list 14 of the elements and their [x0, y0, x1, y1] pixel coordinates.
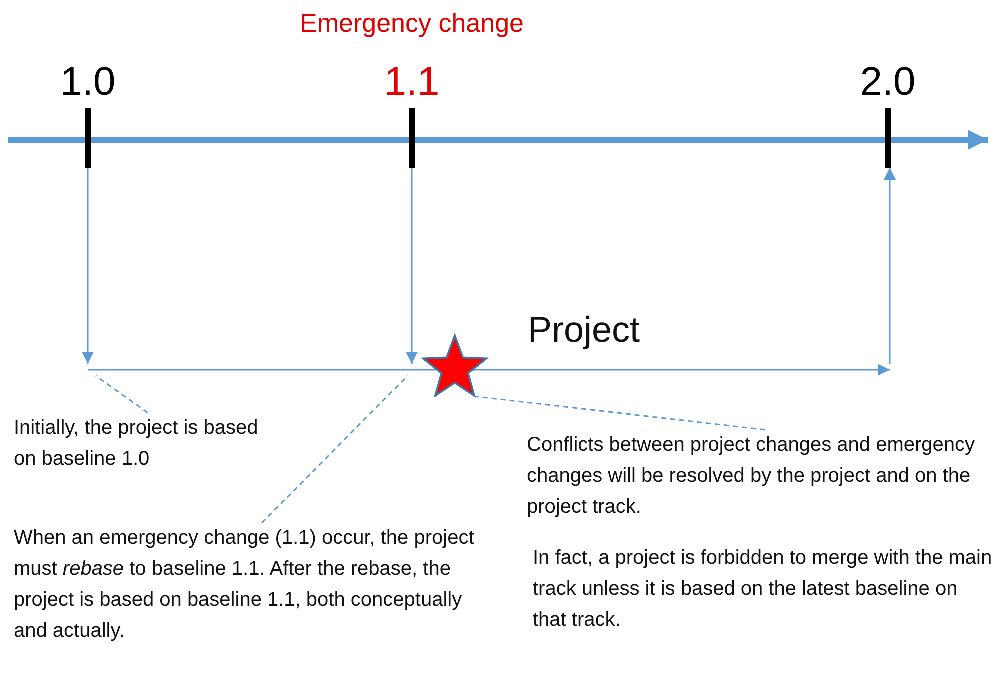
- arrow: [884, 168, 896, 364]
- note-text: Conflicts between project changes and emergency changes will be resolved by the project and on the project track.: [527, 430, 994, 523]
- project-track-arrow: [86, 364, 892, 376]
- note-text: In fact, a project is forbidden to merge with the main track unless it is based on the latest baseline on that track.: [533, 546, 993, 633]
- leader-line: [96, 375, 148, 414]
- version-label: 2.0: [859, 59, 917, 106]
- version-label: 1.1: [383, 59, 441, 106]
- version-label: 1.0: [59, 59, 117, 106]
- version-caption: Emergency change: [298, 7, 526, 40]
- arrow: [82, 168, 94, 364]
- note-text: Initially, the project is based on baseline 1.0: [14, 413, 276, 475]
- track-label: Project: [528, 308, 642, 352]
- note-text: When an emergency change (1.1) occur, the project must rebase to baseline 1.1. After the rebase, the project is based on baseline 1.1, both conceptually and actually.: [14, 523, 494, 647]
- arrow: [406, 168, 418, 364]
